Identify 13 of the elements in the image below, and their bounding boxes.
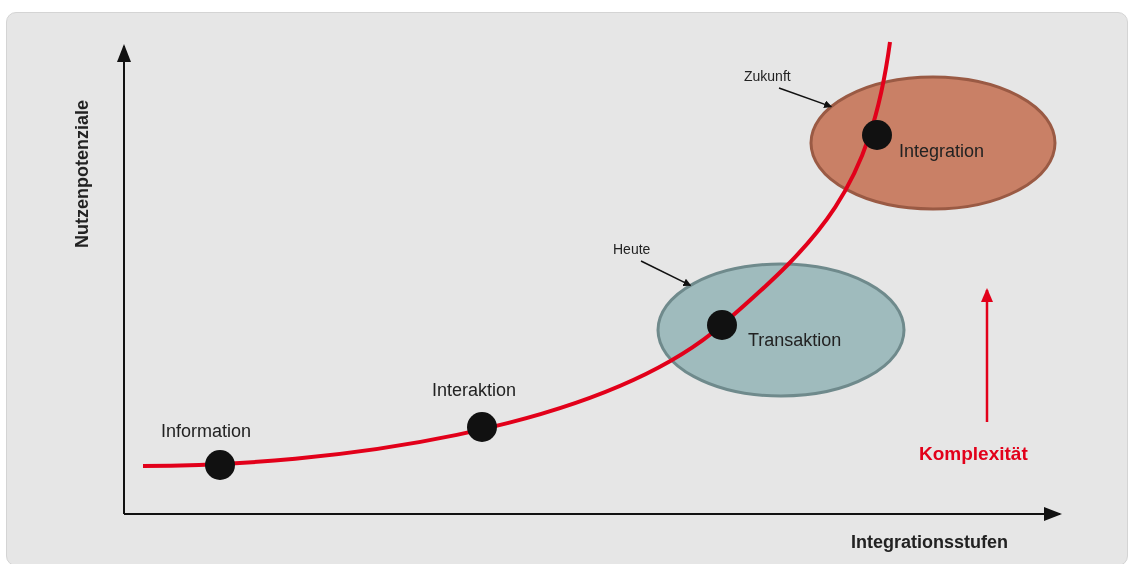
stage-ellipse xyxy=(809,75,1057,211)
stage-label: Integration xyxy=(899,141,985,162)
leader-arrow xyxy=(640,260,692,287)
stage-ellipse xyxy=(656,262,906,398)
leader-arrow xyxy=(778,87,833,108)
stage-label: Information xyxy=(161,421,252,442)
callout-label: Zukunft xyxy=(744,68,791,84)
direction-label: Komplexität xyxy=(919,443,1028,465)
stage-label: Transaktion xyxy=(748,330,842,351)
callout-label: Heute xyxy=(613,241,651,257)
axis-title: Nutzenpotenziale xyxy=(72,100,93,248)
stage-label: Interaktion xyxy=(432,380,517,401)
axis-title: Integrationsstufen xyxy=(851,532,1008,553)
